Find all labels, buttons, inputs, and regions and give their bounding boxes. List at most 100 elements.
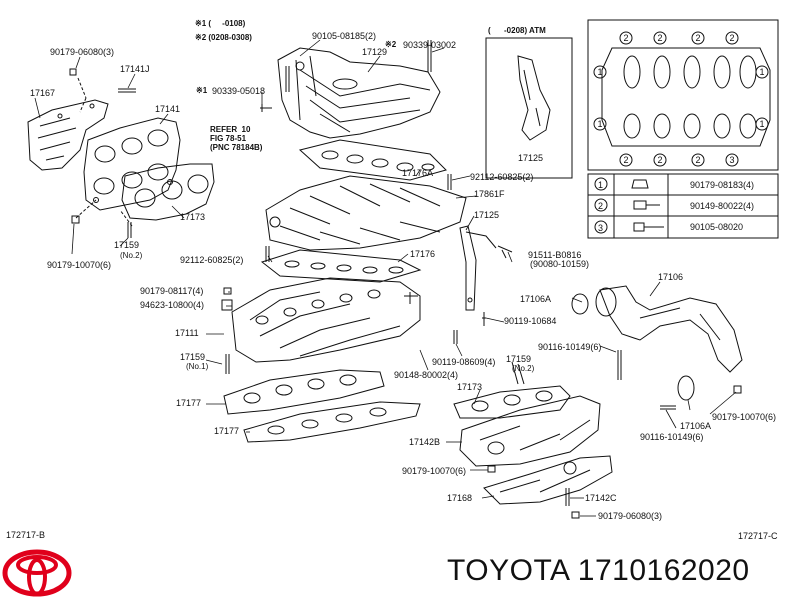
- part-label: 90179-06080(3): [50, 47, 115, 57]
- part-label: 17125: [518, 153, 544, 163]
- figure-code-right: 172717-C: [738, 531, 778, 541]
- svg-text:1: 1: [597, 119, 602, 129]
- part-label: 17167: [30, 88, 56, 98]
- part-label: 92112-60825(2): [180, 255, 244, 265]
- exhaust-pipe-17106: [571, 285, 743, 401]
- leader-lines: [34, 39, 737, 517]
- note-marker-2: ※2: [385, 40, 397, 49]
- note-range-2: ※2 (0208-0308): [195, 33, 252, 42]
- atm-inset: [485, 37, 573, 179]
- part-label: 17106A: [520, 294, 552, 304]
- part-label: 91511-B0816: [528, 250, 582, 260]
- heat-insulator-17167: [27, 99, 109, 171]
- gasket-17173-right: [453, 385, 571, 419]
- part-label: 94623-10800(4): [140, 300, 205, 310]
- part-label: 17106: [658, 272, 684, 282]
- gasket-top-view-inset: [587, 19, 779, 171]
- gasket-17176A: [298, 139, 447, 181]
- exhaust-manifold-17142B: [459, 395, 601, 467]
- figure-code-left: 172717-B: [6, 530, 46, 540]
- gasket-17177-b: [243, 401, 421, 443]
- intake-runners-17861F: [265, 175, 467, 251]
- part-label: 17177: [176, 398, 202, 408]
- note-atm: ( -0208) ATM: [488, 26, 546, 35]
- toyota-logo: [2, 549, 72, 597]
- part-label: 17168: [447, 493, 473, 503]
- svg-text:2: 2: [695, 33, 700, 43]
- refer-line-1: REFER 10: [210, 125, 251, 134]
- svg-text:1: 1: [759, 67, 764, 77]
- svg-text:2: 2: [623, 155, 628, 165]
- svg-text:1: 1: [759, 119, 764, 129]
- refer-line-2: FIG 78-51: [210, 134, 247, 143]
- part-label: 17176A: [402, 168, 434, 178]
- part-label: 17141J: [120, 64, 150, 74]
- part-label: 90116-10149(6): [538, 342, 602, 352]
- bracket-17125: [459, 225, 513, 326]
- brand-name: TOYOTA: [447, 554, 569, 587]
- svg-text:3: 3: [729, 155, 734, 165]
- part-label: (No.2): [512, 364, 535, 373]
- part-number: 1710162020: [577, 554, 750, 587]
- part-label: (No.2): [120, 251, 143, 260]
- part-label: 17177: [214, 426, 240, 436]
- studs-right: [223, 174, 742, 519]
- studs-left: [69, 68, 136, 238]
- part-label: 90119-10684: [504, 316, 557, 326]
- part-label: 90179-10070(6): [712, 412, 777, 422]
- part-label: (90080-10159): [530, 259, 590, 269]
- part-label: 90339-03002: [403, 40, 457, 50]
- bolts-center: [260, 40, 458, 344]
- part-label: 90339-05018: [212, 86, 266, 96]
- part-label: 90179-10070(6): [402, 466, 467, 476]
- note-marker-1: ※1: [196, 86, 208, 95]
- gasket-17176: [260, 249, 422, 283]
- part-label: 17142B: [409, 437, 441, 447]
- part-label: (No.1): [186, 362, 209, 371]
- legend-num-2: 2: [598, 201, 604, 211]
- part-label: 90179-06080(3): [598, 511, 663, 521]
- svg-text:2: 2: [623, 33, 628, 43]
- part-label: 17173: [180, 212, 206, 222]
- part-label: 17159: [114, 240, 140, 250]
- intake-manifold-17111: [221, 277, 421, 374]
- part-label: 17159: [506, 354, 532, 364]
- part-label: 17129: [362, 47, 388, 57]
- svg-text:2: 2: [657, 33, 662, 43]
- part-label: 17125: [474, 210, 500, 220]
- note-range-1: ※1 ( -0108): [195, 19, 246, 28]
- part-label: 90148-80002(4): [394, 370, 459, 380]
- part-label: 17106A: [680, 421, 712, 431]
- legend-num-1: 1: [598, 180, 604, 190]
- part-label: 17141: [155, 104, 181, 114]
- part-label: 17176: [410, 249, 436, 259]
- refer-line-3: (PNC 78184B): [210, 143, 263, 152]
- intake-plenum-17129: [277, 47, 441, 139]
- part-label: 17861F: [474, 189, 505, 199]
- part-label: 90179-10070(6): [47, 260, 112, 270]
- part-label: 90116-10149(6): [640, 432, 704, 442]
- part-label: 90105-08185(2): [312, 31, 377, 41]
- legend-table: [587, 173, 779, 239]
- legend-num-3: 3: [598, 223, 604, 233]
- svg-text:2: 2: [657, 155, 662, 165]
- exhaust-manifold-17141: [83, 117, 181, 211]
- heat-insulator-17168: [483, 455, 613, 505]
- part-label: 90119-08609(4): [432, 357, 496, 367]
- part-label: 17142C: [585, 493, 617, 503]
- svg-text:2: 2: [729, 33, 734, 43]
- legend-part-2: 90149-80022(4): [690, 201, 755, 211]
- part-label: 90179-08117(4): [140, 286, 204, 296]
- svg-text:1: 1: [597, 67, 602, 77]
- part-label: 17159: [180, 352, 206, 362]
- gasket-17177-a: [223, 369, 385, 415]
- brand-part-title: TOYOTA 1710162020: [447, 554, 750, 588]
- part-label: 92112-60825(2): [470, 172, 534, 182]
- legend-part-1: 90179-08183(4): [690, 180, 755, 190]
- part-label: 17111: [175, 328, 199, 338]
- legend-part-3: 90105-08020: [690, 222, 744, 232]
- part-label: 17173: [457, 382, 483, 392]
- gasket-17173-left: [121, 163, 215, 221]
